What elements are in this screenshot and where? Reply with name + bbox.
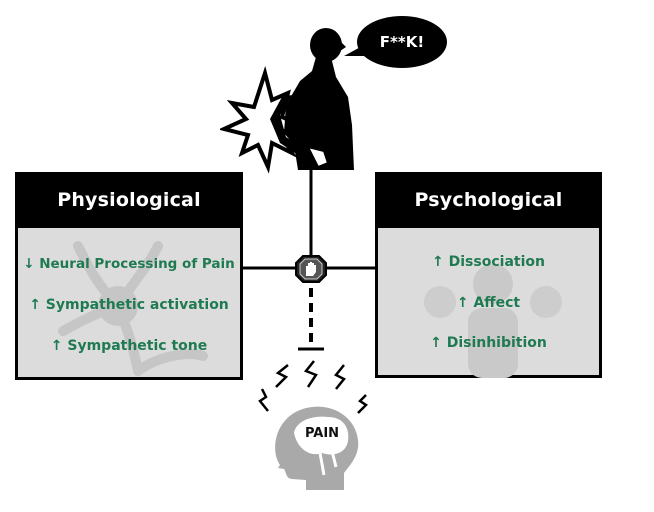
speech-bubble: F**K! <box>357 16 447 68</box>
pain-head-icon: PAIN <box>258 360 368 490</box>
emotions-watermark-icon <box>424 264 562 378</box>
lightning-bolts-icon <box>258 360 368 414</box>
psychological-header: Psychological <box>378 175 599 225</box>
physiological-item: ↑ Sympathetic tone <box>50 338 208 354</box>
neuron-watermark-icon <box>58 241 208 376</box>
physiological-item: ↑ Sympathetic activation <box>29 297 229 313</box>
person-in-pain-icon <box>220 28 354 174</box>
physiological-body: ↓ Neural Processing of Pain ↑ Sympatheti… <box>18 225 240 377</box>
psychological-title: Psychological <box>414 189 563 211</box>
speech-bubble-text: F**K! <box>379 33 425 51</box>
physiological-title: Physiological <box>57 189 201 211</box>
physiological-box: Physiological ↓ Neural Processing of Pai… <box>15 172 243 380</box>
psychological-item: ↑ Affect <box>456 295 521 311</box>
psychological-item: ↑ Disinhibition <box>430 335 547 351</box>
physiological-item: ↓ Neural Processing of Pain <box>23 256 235 272</box>
physiological-header: Physiological <box>18 175 240 225</box>
psychological-box: Psychological ↑ Dissociation ↑ Affect ↑ … <box>375 172 602 378</box>
pain-label: PAIN <box>305 426 339 441</box>
psychological-body: ↑ Dissociation ↑ Affect ↑ Disinhibition <box>378 225 599 378</box>
psychological-item: ↑ Dissociation <box>432 254 545 270</box>
stop-hand-icon <box>295 255 327 283</box>
speech-bubble-tail <box>344 44 366 56</box>
